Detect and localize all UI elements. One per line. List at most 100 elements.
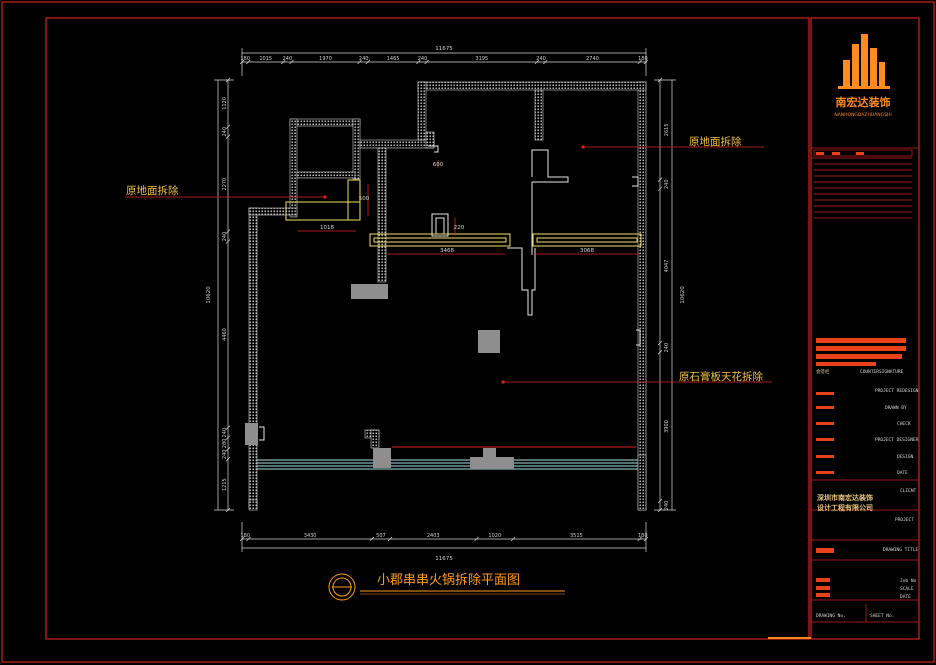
dim-left-tick-9	[225, 507, 231, 513]
dim-top-text-8: 240	[536, 56, 546, 62]
title-block-texts: 会签栏 COUNTERSIGNATURE PROJECT REDESIGN DR…	[816, 368, 919, 619]
dimension-lines	[214, 48, 676, 552]
dim-left-text-1: 240	[222, 127, 228, 137]
dim-inner-a: 3468	[440, 248, 454, 254]
dim-right-text-2: 4047	[664, 260, 670, 273]
dim-left-tick-3	[225, 229, 231, 234]
tb-client: CLIENT	[900, 488, 917, 494]
dim-bottom-text-2: 507	[376, 533, 386, 539]
dim-right-tick-6	[657, 507, 663, 513]
dim-bottom-text-5: 3515	[570, 533, 583, 539]
tb-check: CHECK	[897, 421, 911, 427]
tb-drawing-title: DRAWING TITLE	[883, 547, 919, 553]
dim-right-text-0: 2615	[664, 123, 670, 136]
tb-date: DATE	[900, 594, 911, 600]
dim-top-tick-2	[280, 59, 286, 65]
dim-left-overall: 10620	[206, 286, 212, 304]
glass-storefront	[257, 459, 638, 470]
dim-left-tick-2	[225, 134, 231, 139]
dim-left-tick-8	[225, 457, 231, 462]
logo-icon	[838, 34, 890, 89]
columns	[245, 284, 514, 469]
demolition-outlines	[285, 179, 642, 247]
drawing-title: 小郡串串火锅拆除平面图	[377, 572, 520, 588]
title-block-lines	[811, 147, 919, 623]
dim-right-text-3: 240	[664, 343, 670, 353]
dim-right-text-4: 3900	[664, 420, 670, 433]
dim-right-tick-4	[657, 349, 663, 355]
dim-left-tick-0	[225, 77, 231, 83]
title-block-fills	[816, 152, 906, 597]
leader-lines	[125, 146, 772, 383]
dim-top-text-0: 180	[240, 56, 250, 62]
dim-right-tick-1	[657, 177, 663, 182]
dim-bottom-tick-4	[474, 536, 479, 542]
walls	[248, 81, 647, 511]
tb-field-a: 会签栏	[816, 368, 830, 375]
dim-bottom-text-6: 180	[638, 533, 648, 539]
dim-bottom-text-3: 2403	[427, 533, 440, 539]
dim-top-text-2: 240	[283, 56, 293, 62]
tb-scale: SCALE	[900, 586, 914, 592]
tb-job-no: Job No	[900, 578, 917, 584]
logo-text: 南宏达装饰	[836, 95, 891, 109]
label-floor-demolish-right: 原地面拆除	[689, 135, 742, 148]
dimension-texts: 11675 11675 10620 10620	[206, 46, 686, 562]
dim-inner-f: 600	[433, 162, 444, 168]
dim-right-tick-2	[657, 186, 663, 192]
dim-inner-b: 3068	[580, 248, 594, 254]
dim-top-text-5: 1465	[387, 56, 400, 62]
dim-left-text-5: 240	[222, 428, 228, 438]
dim-left-tick-1	[225, 124, 231, 129]
dim-right-tick-0	[657, 77, 663, 83]
dim-top-text-9: 2740	[586, 56, 599, 62]
tb-drawn-by: DRAWN BY	[885, 405, 907, 411]
dim-right-text-1: 240	[664, 179, 670, 189]
dim-bottom-text-1: 3430	[304, 533, 317, 539]
dim-left-tick-7	[225, 447, 231, 452]
dim-top-tick-1	[245, 59, 251, 65]
dim-left-text-2: 2270	[222, 178, 228, 191]
dim-bottom-tick-7	[643, 536, 649, 542]
tb-sheet-no: SHEET No.	[870, 613, 894, 619]
dim-top-tick-11	[643, 59, 649, 65]
dim-top-tick-4	[357, 59, 362, 65]
dim-left-tick-5	[225, 425, 231, 430]
dim-top-tick-10	[637, 59, 643, 65]
dim-top-tick-0	[239, 59, 245, 65]
dim-bottom-tick-6	[637, 536, 642, 542]
dim-bottom-text-0: 180	[240, 533, 250, 539]
dim-left-text-3: 240	[222, 232, 228, 242]
dim-top-text-3: 1970	[319, 56, 332, 62]
dim-inner-c: 1018	[320, 225, 334, 231]
dim-right-tick-3	[657, 340, 663, 346]
dim-left-text-7: 240	[222, 450, 228, 460]
dim-left-text-0: 1120	[222, 97, 228, 110]
dim-top-tick-3	[289, 59, 294, 65]
dim-top-tick-6	[416, 59, 421, 65]
dim-left-tick-4	[225, 239, 231, 244]
dim-bottom-tick-5	[510, 536, 516, 542]
dim-top-overall: 11675	[435, 46, 453, 52]
dimension-ticks	[225, 59, 663, 542]
logo-subtext: NANHONGDAZHUANGSHI	[834, 112, 891, 118]
dim-bottom-tick-0	[239, 536, 245, 542]
label-ceiling-demolish: 原石膏板天花拆除	[679, 370, 763, 383]
dim-top-text-6: 240	[418, 56, 428, 62]
dim-bottom-tick-3	[387, 536, 393, 542]
dim-left-tick-6	[225, 435, 231, 440]
dim-bottom-text-4: 1020	[488, 533, 501, 539]
dim-top-tick-8	[534, 59, 540, 65]
dim-inner-d: 500	[359, 196, 370, 202]
tb-design: DESIGN	[897, 454, 914, 460]
tb-drawing-no: DRAWING No.	[816, 613, 846, 619]
dim-left-text-8: 1215	[222, 478, 228, 491]
dim-bottom-tick-1	[246, 536, 251, 542]
dim-top-tick-5	[365, 59, 371, 65]
tb-countersignature: COUNTERSIGNATURE	[860, 369, 904, 375]
label-floor-demolish-left: 原地面拆除	[126, 184, 179, 197]
leader-dots	[323, 145, 585, 384]
dim-bottom-overall: 11675	[435, 556, 453, 562]
